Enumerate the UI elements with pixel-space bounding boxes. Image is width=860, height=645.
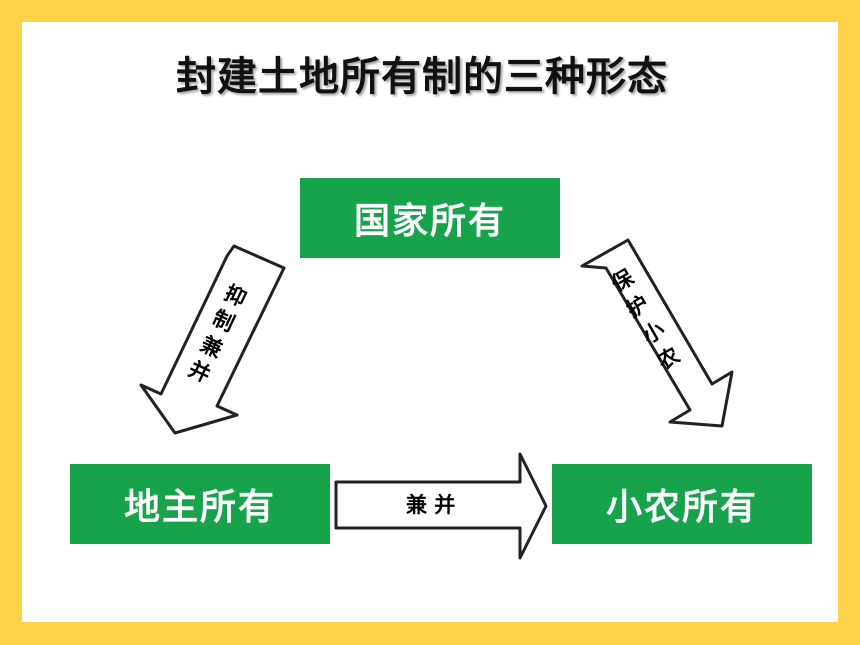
- slide: 封建土地所有制的三种形态 抑 制 兼 并 保 护 小 农 兼 并 国家所有 地主…: [22, 22, 838, 622]
- slide-title: 封建土地所有制的三种形态: [176, 54, 668, 100]
- arrows-layer: 抑 制 兼 并 保 护 小 农 兼 并: [139, 238, 734, 560]
- node-smallholder-ownership: 小农所有: [552, 464, 812, 544]
- arrow-suppress-annexation: 抑 制 兼 并: [139, 244, 286, 435]
- arrow-bottom-label: 兼 并: [406, 493, 455, 517]
- node-landlord-ownership: 地主所有: [70, 464, 330, 544]
- node-state-ownership: 国家所有: [300, 178, 560, 258]
- arrow-annexation: 兼 并: [334, 452, 548, 560]
- arrow-protect-smallholders: 保 护 小 农: [580, 238, 734, 428]
